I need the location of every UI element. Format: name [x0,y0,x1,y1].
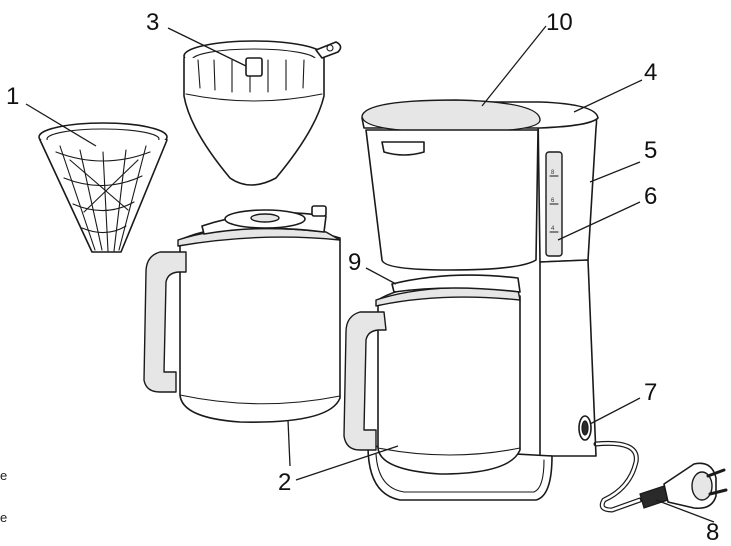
thermal-jug-separate [143,205,341,423]
callout-4: 4 [644,59,657,86]
leader-lines [25,25,715,523]
filter-holder [183,40,342,186]
leader-3 [167,27,247,67]
callout-labels: 1 2 3 4 5 6 7 8 9 10 [6,9,719,546]
cropped-edge-text: e e [0,468,7,525]
leader-2-right [295,445,399,481]
thermal-jug-in-machine [343,274,521,475]
callout-5: 5 [644,137,657,164]
leader-7 [589,397,641,425]
callout-3: 3 [146,9,159,36]
leader-10 [481,25,547,107]
leader-4 [573,79,643,113]
callout-10: 10 [546,9,573,36]
water-scale-mark-6: 6 [551,198,555,204]
leader-8 [655,499,715,523]
edge-text-1: e [0,468,7,483]
leader-1 [25,103,97,147]
callout-8: 8 [706,519,719,546]
callout-6: 6 [644,183,657,210]
power-cord [593,440,728,513]
callout-7: 7 [644,379,657,406]
water-scale-mark-4: 4 [551,226,555,232]
callout-2: 2 [278,469,291,496]
callout-9: 9 [348,249,361,276]
water-scale-mark-8: 8 [551,170,555,176]
mesh-filter-basket [38,122,168,253]
leader-6 [557,201,641,241]
callout-1: 1 [6,83,19,110]
leader-5 [589,161,641,183]
leader-2-left [287,419,291,467]
edge-text-2: e [0,510,7,525]
leader-9 [365,267,397,285]
